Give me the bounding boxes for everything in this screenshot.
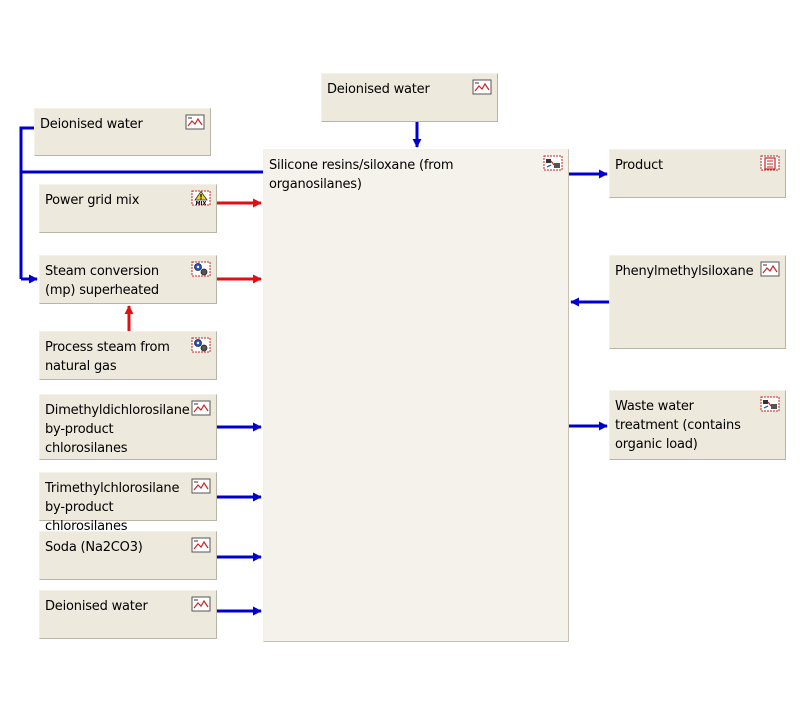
product-icon bbox=[760, 155, 780, 171]
process-steam-box[interactable]: Process steam from natural gas bbox=[39, 331, 217, 380]
svg-text:MIX: MIX bbox=[196, 201, 207, 206]
deionised-water-left-label: Deionised water bbox=[40, 117, 143, 132]
dataset-icon bbox=[760, 261, 780, 277]
power-grid-mix-label: Power grid mix bbox=[45, 193, 140, 208]
deionised-water-bottom-box[interactable]: Deionised water bbox=[39, 590, 217, 639]
product-box[interactable]: Product bbox=[609, 149, 786, 198]
dimethyldichlorosilane-label: Dimethyldichlorosilane by-product chloro… bbox=[45, 403, 190, 456]
trimethylchlorosilane-label: Trimethylchlorosilane by-product chloros… bbox=[45, 481, 180, 534]
power-grid-mix-box[interactable]: Power grid mix MIX bbox=[39, 184, 217, 233]
main-process-box[interactable]: Silicone resins/siloxane (from organosil… bbox=[263, 149, 569, 642]
waste-water-treatment-label: Waste water treatment (contains organic … bbox=[615, 399, 741, 452]
dataset-icon bbox=[191, 400, 211, 416]
mix-warning-icon: MIX bbox=[191, 190, 211, 206]
steam-conversion-box[interactable]: Steam conversion (mp) superheated bbox=[39, 255, 217, 304]
deionised-water-bottom-label: Deionised water bbox=[45, 599, 148, 614]
deionised-water-top-box[interactable]: Deionised water bbox=[321, 73, 498, 122]
process-plan-icon bbox=[543, 155, 563, 171]
dataset-icon bbox=[472, 79, 492, 95]
soda-box[interactable]: Soda (Na2CO3) bbox=[39, 531, 217, 580]
dimethyldichlorosilane-box[interactable]: Dimethyldichlorosilane by-product chloro… bbox=[39, 394, 217, 460]
deionised-water-top-label: Deionised water bbox=[327, 82, 430, 97]
deionised-water-left-box[interactable]: Deionised water bbox=[34, 108, 211, 156]
process-gear-icon bbox=[191, 261, 211, 277]
steam-conversion-label: Steam conversion (mp) superheated bbox=[45, 264, 159, 298]
main-process-label: Silicone resins/siloxane (from organosil… bbox=[269, 158, 454, 192]
process-steam-label: Process steam from natural gas bbox=[45, 340, 170, 374]
process-plan-icon bbox=[760, 396, 780, 412]
trimethylchlorosilane-box[interactable]: Trimethylchlorosilane by-product chloros… bbox=[39, 472, 217, 534]
phenylmethylsiloxane-label: Phenylmethylsiloxane bbox=[615, 264, 754, 279]
process-gear-icon bbox=[191, 337, 211, 353]
dataset-icon bbox=[191, 537, 211, 553]
flow-line-deionised-water-left-bracket bbox=[19, 126, 34, 279]
dataset-icon bbox=[191, 596, 211, 612]
waste-water-treatment-box[interactable]: Waste water treatment (contains organic … bbox=[609, 390, 786, 460]
dataset-icon bbox=[191, 478, 211, 494]
product-label: Product bbox=[615, 158, 663, 173]
dataset-icon bbox=[185, 114, 205, 130]
soda-label: Soda (Na2CO3) bbox=[45, 540, 143, 555]
phenylmethylsiloxane-box[interactable]: Phenylmethylsiloxane bbox=[609, 255, 786, 349]
